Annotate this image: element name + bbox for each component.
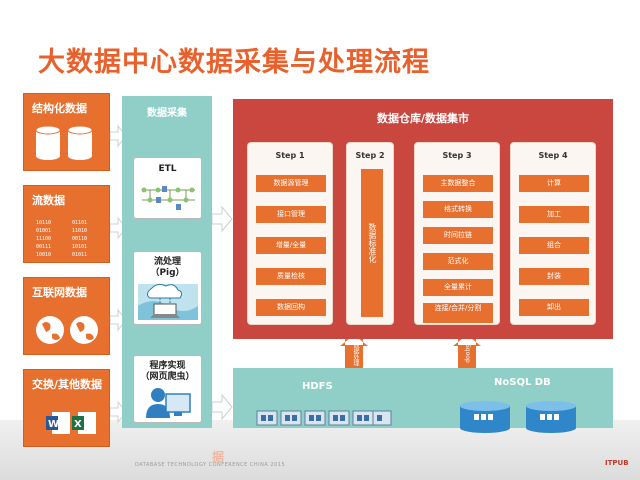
step-3-panel: Step 3 主数据整合 格式转换 时间拉链 范式化 全量累计 连接/合并/分割 <box>414 142 500 325</box>
footer-text: DATABASE TECHNOLOGY CONFERENCE CHINA 201… <box>135 462 286 468</box>
svg-text:00111: 00111 <box>36 244 51 250</box>
nosql-label: NoSQL DB <box>494 377 551 388</box>
step-item: 格式转换 <box>423 201 493 218</box>
step-item: 时间拉链 <box>423 227 493 244</box>
svg-text:00110: 00110 <box>72 236 87 242</box>
collection-item-stream: 流处理 （Pig） <box>133 251 202 325</box>
svg-text:11100: 11100 <box>36 236 51 242</box>
step-item: 数据源管理 <box>256 175 326 192</box>
step-item: 数据回构 <box>256 299 326 316</box>
connector-label-processing: 数据处理 <box>352 342 359 366</box>
collection-item-etl: ETL <box>133 157 202 219</box>
source-label: 交换/其他数据 <box>32 378 103 391</box>
collection-item-label: ETL <box>158 164 177 174</box>
step-4-panel: Step 4 计算 加工 组合 封装 卸出 <box>510 142 596 325</box>
collection-item-program: 程序实现 （网页爬虫） <box>133 355 202 423</box>
data-collection-title: 数据采集 <box>147 108 187 119</box>
step-item: 组合 <box>519 237 589 254</box>
step-title: Step 2 <box>355 151 385 160</box>
svg-text:11010: 11010 <box>72 228 87 234</box>
step-item: 封装 <box>519 268 589 285</box>
collection-item-label: 流处理 （Pig） <box>150 257 185 278</box>
step-item: 增量/全量 <box>256 237 326 254</box>
hdfs-cluster-icon <box>256 410 392 426</box>
source-internet-data: 互联网数据 <box>23 277 110 355</box>
etl-flow-icon <box>141 186 195 210</box>
source-label: 流数据 <box>32 194 65 207</box>
source-stream-data: 流数据 10110 01101 01001 11010 11100 00110 001… <box>23 185 110 263</box>
page-title: 大数据中心数据采集与处理流程 <box>38 47 430 78</box>
svg-text:10110: 10110 <box>36 220 51 226</box>
connector-label-sqoop: Sqoop <box>464 344 471 363</box>
svg-text:01101: 01101 <box>72 220 87 226</box>
step-item: 卸出 <box>519 299 589 316</box>
step-1-panel: Step 1 数据源管理 接口管理 增量/全量 质量检核 数据回构 <box>247 142 333 325</box>
step-title: Step 3 <box>442 151 472 160</box>
hdfs-label: HDFS <box>302 381 333 392</box>
collection-item-label: 程序实现 （网页爬虫） <box>140 361 195 382</box>
svg-text:10101: 10101 <box>72 244 87 250</box>
step-item: 接口管理 <box>256 206 326 223</box>
step-item: 连接/合并/分割 <box>423 303 493 323</box>
source-exchange-data: 交换/其他数据 W X <box>23 369 110 447</box>
source-label: 互联网数据 <box>32 286 87 299</box>
svg-text:01001: 01001 <box>36 228 51 234</box>
step-title: Step 4 <box>538 151 568 160</box>
step-item: 数据标准化 <box>361 169 383 317</box>
office-documents-icon: W X <box>46 412 96 434</box>
stream-processing-icon <box>138 283 198 320</box>
source-structured-data: 结构化数据 <box>23 93 110 171</box>
step-item: 质量检核 <box>256 268 326 285</box>
database-icon <box>35 125 93 160</box>
step-item: 全量累计 <box>423 279 493 296</box>
step-2-panel: Step 2 数据标准化 <box>346 142 394 325</box>
data-warehouse-title: 数据仓库/数据集市 <box>376 112 470 125</box>
footer-watermark: 据 <box>212 450 225 464</box>
user-computer-icon <box>146 388 191 418</box>
footer-logo: ITPUB <box>605 459 629 467</box>
step-item: 范式化 <box>423 253 493 270</box>
nosql-database-icon <box>460 401 576 433</box>
step-item: 计算 <box>519 175 589 192</box>
step-item: 主数据整合 <box>423 175 493 192</box>
svg-text:10010: 10010 <box>36 252 51 256</box>
binary-stream-icon: 10110 01101 01001 11010 11100 00110 00111 10… <box>36 220 87 256</box>
step-title: Step 1 <box>275 151 305 160</box>
svg-text:X: X <box>74 419 82 430</box>
svg-text:W: W <box>48 419 59 430</box>
source-label: 结构化数据 <box>32 102 87 115</box>
svg-text:01011: 01011 <box>72 252 87 256</box>
globe-icon <box>36 316 98 344</box>
step-item: 加工 <box>519 206 589 223</box>
